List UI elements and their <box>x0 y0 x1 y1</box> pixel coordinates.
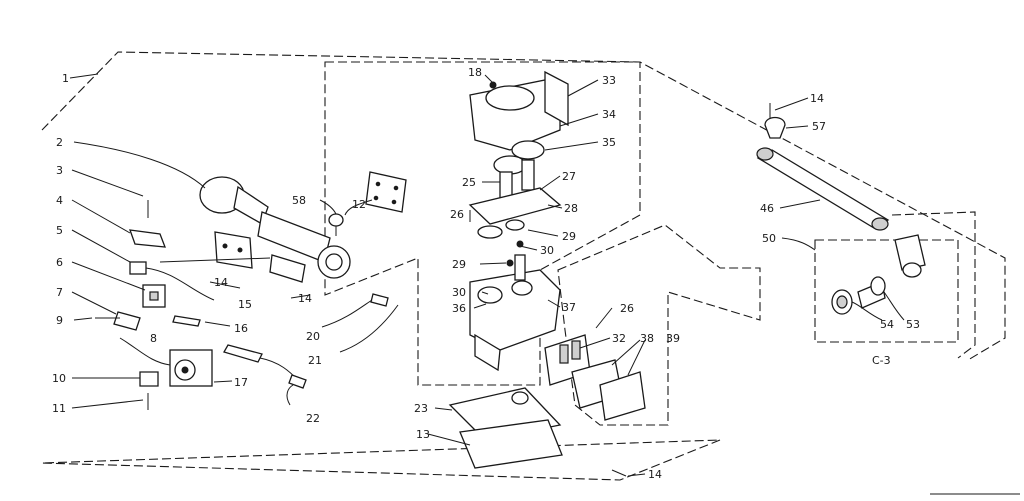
callout-10: 10 <box>52 372 66 385</box>
callout-11: 11 <box>52 402 66 415</box>
thermocouple-tip-part <box>288 374 307 389</box>
callout-29-a: 29 <box>562 230 576 243</box>
callout-15: 15 <box>238 298 252 311</box>
callout-30-b: 30 <box>452 286 466 299</box>
callout-14-c: 14 <box>648 468 662 481</box>
cup-right-part <box>511 140 545 160</box>
callout-57: 57 <box>812 120 826 133</box>
callout-14-d: 14 <box>810 92 824 105</box>
callout-20: 20 <box>306 330 320 343</box>
callout-32: 32 <box>612 332 626 345</box>
callout-58: 58 <box>292 194 306 207</box>
callout-53: 53 <box>906 318 920 331</box>
connector-part <box>129 261 147 275</box>
switch-body-part <box>149 291 159 301</box>
gasket-plate-part <box>468 187 562 225</box>
assembly-boundaries <box>41 51 1006 481</box>
thermocouple-part <box>223 344 263 363</box>
callout-25: 25 <box>462 176 476 189</box>
callout-35: 35 <box>602 136 616 149</box>
callout-46: 46 <box>760 202 774 215</box>
valve-subassembly-boundary <box>557 224 761 426</box>
callout-8: 8 <box>150 332 157 345</box>
main-assembly-boundary <box>41 51 1006 481</box>
tube-bore-part <box>325 253 343 271</box>
callout-21: 21 <box>308 354 322 367</box>
callout-27: 27 <box>562 170 576 183</box>
valve-port-left-part <box>477 286 503 304</box>
callout-36: 36 <box>452 302 466 315</box>
callout-37: 37 <box>562 301 576 314</box>
callout-2: 2 <box>56 136 63 149</box>
cover-39-part <box>599 371 646 421</box>
callout-26-b: 26 <box>620 302 634 315</box>
callout-30-a: 30 <box>540 244 554 257</box>
burner-subassembly-boundary <box>324 61 641 386</box>
callout-c3: C-3 <box>872 354 891 367</box>
housing-opening-part <box>485 85 535 111</box>
clamp-57-part <box>764 116 786 139</box>
valve-port-right-part <box>511 280 533 296</box>
callout-14-a: 14 <box>214 276 228 289</box>
callout-34: 34 <box>602 108 616 121</box>
callout-39: 39 <box>666 332 680 345</box>
base-plate-13-part <box>459 419 563 469</box>
leader-lines <box>69 73 905 477</box>
callout-18: 18 <box>468 66 482 79</box>
callout-1: 1 <box>62 72 69 85</box>
callout-labels: 1 2 3 4 5 6 7 8 9 10 11 12 13 14 14 14 1… <box>52 66 920 481</box>
clip-part <box>129 229 166 248</box>
center-parts <box>448 70 646 477</box>
callout-17: 17 <box>234 376 248 389</box>
callout-28: 28 <box>564 202 578 215</box>
pipe-46-part <box>756 149 890 229</box>
wire-lead <box>145 267 215 301</box>
callout-5: 5 <box>56 224 63 237</box>
wire-lead-4 <box>119 337 171 366</box>
housing-flange-part <box>544 70 569 127</box>
plate-part <box>365 171 407 213</box>
callout-38: 38 <box>640 332 654 345</box>
callout-26-a: 26 <box>450 208 464 221</box>
wire-lead-2 <box>159 257 271 263</box>
callout-33: 33 <box>602 74 616 87</box>
lever-part <box>113 311 141 331</box>
callout-50: 50 <box>762 232 776 245</box>
fitting-boundary <box>891 211 976 359</box>
callout-7: 7 <box>56 286 63 299</box>
callout-54: 54 <box>880 318 894 331</box>
valve-body-part <box>469 269 561 351</box>
thumb-screw-part <box>328 213 344 227</box>
callout-6: 6 <box>56 256 63 269</box>
right-parts <box>756 103 1020 495</box>
elbow-fitting-part <box>894 234 926 271</box>
callout-22: 22 <box>306 412 320 425</box>
post-right-part <box>521 159 535 191</box>
left-parts <box>95 171 407 410</box>
orifice-part <box>370 293 389 307</box>
callout-12: 12 <box>352 198 366 211</box>
callout-4: 4 <box>56 194 63 207</box>
electrode-part <box>172 315 201 327</box>
bracket-10-part <box>139 371 159 387</box>
callout-14-b: 14 <box>298 292 312 305</box>
callout-3: 3 <box>56 164 63 177</box>
callout-16: 16 <box>234 322 248 335</box>
mounting-bracket-part <box>214 231 253 269</box>
callout-13: 13 <box>416 428 430 441</box>
callout-29-b: 29 <box>452 258 466 271</box>
callout-9: 9 <box>56 314 63 327</box>
callout-23: 23 <box>414 402 428 415</box>
tube-clamp-part <box>269 254 306 283</box>
